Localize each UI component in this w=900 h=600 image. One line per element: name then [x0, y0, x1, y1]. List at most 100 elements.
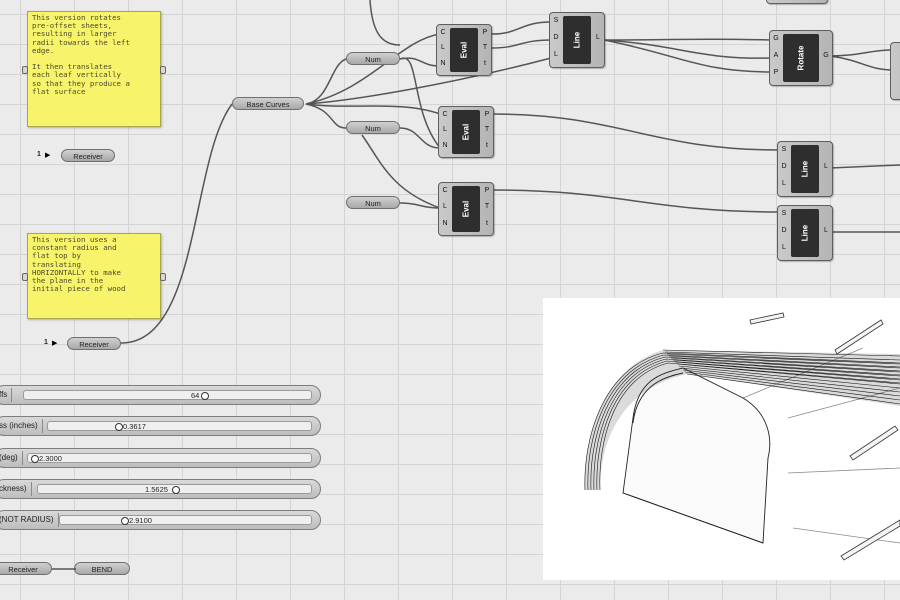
slider-ckness-value: 1.5625: [145, 485, 168, 494]
eval2-output-t-param[interactable]: t: [486, 142, 488, 149]
eval1-output-t[interactable]: T: [482, 44, 488, 51]
base-curves-param[interactable]: Base Curves: [232, 97, 304, 110]
eval3-output-t-param[interactable]: t: [486, 220, 488, 227]
slider-ffs-grip[interactable]: [201, 392, 209, 400]
eval3-input-l[interactable]: L: [443, 203, 447, 210]
board-mid-right: [849, 425, 899, 461]
eval3-input-n[interactable]: N: [442, 220, 448, 227]
slider-thickness-value: 0.3617: [123, 422, 146, 431]
receiver-top-count: 1: [37, 151, 41, 158]
rotate-component[interactable]: G A P Rotate G: [769, 30, 833, 86]
panel-top-input-port[interactable]: [22, 66, 28, 74]
slider-deg-label: (deg): [0, 451, 23, 465]
bend-relay[interactable]: BEND: [74, 562, 130, 575]
eval3-input-c[interactable]: C: [442, 187, 448, 194]
slider-deg-track[interactable]: [27, 453, 312, 463]
eval3-output-t[interactable]: T: [484, 203, 490, 210]
eval1-output-p[interactable]: P: [482, 29, 488, 36]
line1-input-l[interactable]: L: [554, 51, 558, 58]
line2-core: Line: [791, 145, 819, 193]
line1-output-l[interactable]: L: [596, 34, 600, 41]
slider-ffs-value: 64: [191, 391, 200, 400]
line3-input-s[interactable]: S: [781, 210, 787, 217]
line1-input-d[interactable]: D: [553, 34, 559, 41]
slider-thickness-grip[interactable]: [115, 423, 123, 431]
slider-thickness[interactable]: ss (inches) 0.3617: [0, 416, 321, 436]
offscreen-component-1[interactable]: [890, 42, 900, 100]
slider-ffs[interactable]: ffs 64: [0, 385, 321, 405]
slider-deg[interactable]: (deg) 2.3000: [0, 448, 321, 468]
slider-thickness-track[interactable]: [47, 421, 312, 431]
line1-title: Line: [572, 31, 582, 49]
line3-input-d[interactable]: D: [781, 227, 787, 234]
panel-top-note[interactable]: This version rotates pre-offset sheets, …: [27, 11, 161, 127]
panel-bottom-output-port[interactable]: [160, 273, 166, 281]
line-component-2[interactable]: S D L Line L: [777, 141, 833, 197]
eval1-input-n[interactable]: N: [440, 60, 446, 67]
eval1-input-l[interactable]: L: [441, 44, 445, 51]
render-preview: [543, 298, 900, 580]
slider-ckness-label: ckness): [0, 482, 32, 496]
line3-input-l[interactable]: L: [782, 244, 786, 251]
receiver-mid-arrow-icon: ▶: [52, 340, 58, 347]
eval-component-3[interactable]: C L N Eval P T t: [438, 182, 494, 236]
line-component-1[interactable]: S D L Line L: [549, 12, 605, 68]
eval3-title: Eval: [461, 200, 471, 218]
slider-not-radius-grip[interactable]: [121, 517, 129, 525]
slider-ckness[interactable]: ckness) 1.5625: [0, 479, 321, 499]
num-param-3[interactable]: Num: [346, 196, 400, 209]
slider-ffs-label: ffs: [0, 388, 13, 402]
bent-wood-model: [584, 312, 900, 561]
eval2-input-c[interactable]: C: [442, 111, 448, 118]
slider-not-radius[interactable]: (NOT RADIUS) 2.9100: [0, 510, 321, 530]
eval2-input-l[interactable]: L: [443, 126, 447, 133]
eval1-title: Eval: [459, 41, 469, 59]
slider-thickness-label: ss (inches): [0, 419, 43, 433]
receiver-bottom[interactable]: Receiver: [0, 562, 52, 575]
eval3-output-p[interactable]: P: [484, 187, 490, 194]
line3-title: Line: [800, 224, 810, 242]
eval1-core: Eval: [450, 28, 478, 72]
eval2-title: Eval: [461, 123, 471, 141]
slider-not-radius-track[interactable]: [59, 515, 312, 525]
slider-not-radius-value: 2.9100: [129, 516, 152, 525]
offscreen-component-2[interactable]: [766, 0, 828, 4]
rotate-input-a[interactable]: A: [773, 52, 779, 59]
line1-input-s[interactable]: S: [553, 17, 559, 24]
num-param-1[interactable]: Num: [346, 52, 400, 65]
rotate-core: Rotate: [783, 34, 819, 82]
panel-bottom-input-port[interactable]: [22, 273, 28, 281]
line2-input-d[interactable]: D: [781, 163, 787, 170]
slider-ffs-track[interactable]: [23, 390, 312, 400]
rotate-input-p[interactable]: P: [773, 69, 779, 76]
line2-input-s[interactable]: S: [781, 146, 787, 153]
slider-deg-grip[interactable]: [31, 455, 39, 463]
eval2-output-t[interactable]: T: [484, 126, 490, 133]
receiver-mid-count: 1: [44, 339, 48, 346]
line-component-3[interactable]: S D L Line L: [777, 205, 833, 261]
line2-title: Line: [800, 160, 810, 178]
line2-input-l[interactable]: L: [782, 180, 786, 187]
eval2-core: Eval: [452, 110, 480, 154]
eval2-output-p[interactable]: P: [484, 111, 490, 118]
rotate-input-g[interactable]: G: [773, 35, 779, 42]
slider-ckness-grip[interactable]: [172, 486, 180, 494]
panel-top-output-port[interactable]: [160, 66, 166, 74]
line3-output-l[interactable]: L: [824, 227, 828, 234]
panel-bottom-note[interactable]: This version uses a constant radius and …: [27, 233, 161, 319]
rotate-output-g[interactable]: G: [823, 52, 829, 59]
eval3-core: Eval: [452, 186, 480, 232]
num-param-2[interactable]: Num: [346, 121, 400, 134]
eval-component-1[interactable]: C L N Eval P T t: [436, 24, 492, 76]
eval1-output-t-param[interactable]: t: [484, 60, 486, 67]
eval-component-2[interactable]: C L N Eval P T t: [438, 106, 494, 158]
receiver-top[interactable]: Receiver: [61, 149, 115, 162]
receiver-mid[interactable]: Receiver: [67, 337, 121, 350]
bend-wire: [52, 568, 76, 570]
line2-output-l[interactable]: L: [824, 163, 828, 170]
eval2-input-n[interactable]: N: [442, 142, 448, 149]
eval1-input-c[interactable]: C: [440, 29, 446, 36]
receiver-top-arrow-icon: ▶: [45, 152, 51, 159]
